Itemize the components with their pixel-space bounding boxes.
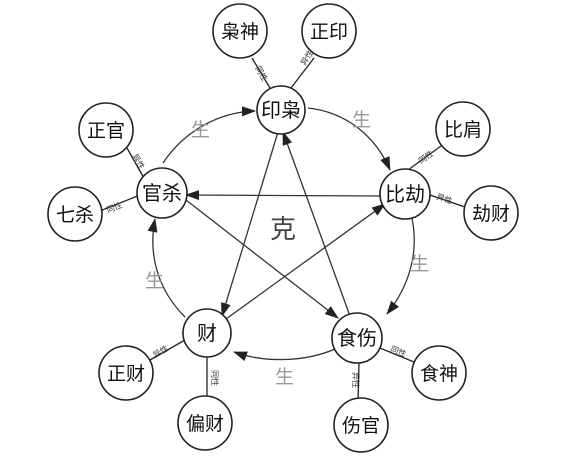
- arc-shishang-to-cai: [233, 348, 336, 362]
- sheng-label: 生: [352, 109, 371, 131]
- leaf-label: 伤官: [342, 415, 380, 437]
- leaf-label: 正官: [87, 120, 125, 142]
- polarity-label: 同性: [210, 370, 220, 386]
- leaf-bijian: 比肩: [435, 101, 491, 157]
- leaf-label: 七杀: [56, 204, 94, 226]
- leaf-jiecai: 劫财: [463, 185, 519, 241]
- leaf-shishen: 食神: [411, 345, 467, 401]
- leaf-label: 劫财: [472, 203, 510, 225]
- node-cai: 财: [182, 308, 232, 358]
- star-shishang-to-yinxiao: [282, 131, 351, 317]
- leaf-xiaoshen: 枭神: [212, 3, 268, 59]
- sheng-label: 生: [191, 119, 210, 141]
- polarity-label: 异性: [130, 152, 147, 171]
- generating-cycle: [147, 106, 415, 362]
- generate-labels: 生 生 生 生 生: [145, 109, 429, 388]
- arc-yinxiao-to-bijie: [307, 107, 391, 171]
- node-label: 印枭: [261, 98, 301, 122]
- node-guansha: 官杀: [136, 167, 188, 219]
- spokes: [99, 57, 466, 404]
- star-bijie-to-guansha: [185, 190, 382, 201]
- leaf-label: 比肩: [444, 119, 482, 141]
- arc-bijie-to-shishang: [386, 213, 415, 315]
- leaf-label: 枭神: [221, 21, 259, 43]
- polarity-label: 异性: [351, 372, 361, 388]
- leaf-shangguan: 伤官: [333, 397, 389, 453]
- leaf-qisha: 七杀: [47, 186, 103, 242]
- polarity-label: 同性: [253, 64, 270, 83]
- leaf-zhengcai: 正财: [98, 345, 154, 401]
- star-cai-to-bijie: [225, 203, 386, 320]
- node-shishang: 食伤: [331, 312, 383, 364]
- node-label: 比劫: [385, 182, 425, 206]
- star-yinxiao-to-cai: [221, 131, 279, 317]
- polarity-label: 同性: [105, 200, 124, 215]
- node-bijie: 比劫: [379, 168, 431, 220]
- node-label: 食伤: [337, 326, 377, 350]
- polarity-label: 异性: [151, 343, 170, 360]
- arc-cai-to-guansha: [147, 218, 186, 318]
- leaf-label: 偏财: [186, 413, 224, 435]
- controlling-star: [185, 131, 386, 320]
- node-label: 官杀: [142, 181, 182, 205]
- node-label: 财: [197, 321, 217, 345]
- star-guansha-to-shishang: [185, 199, 339, 319]
- sheng-label: 生: [410, 253, 429, 275]
- leaf-piancai: 偏财: [177, 395, 233, 451]
- polarity-label: 异性: [435, 191, 453, 205]
- center-ke-label: 克: [270, 215, 296, 245]
- leaf-zhengyin: 正印: [301, 3, 357, 59]
- node-yinxiao: 印枭: [256, 85, 306, 135]
- sheng-label: 生: [275, 366, 294, 388]
- sheng-label: 生: [145, 270, 164, 292]
- polarity-label: 同性: [389, 344, 408, 359]
- leaf-label: 正印: [310, 21, 348, 43]
- leaf-label: 正财: [107, 363, 145, 385]
- leaf-zhengguan: 正官: [78, 102, 134, 158]
- leaf-label: 食神: [420, 363, 458, 385]
- polarity-label: 同性: [416, 148, 435, 165]
- arc-guansha-to-yinxiao: [162, 106, 256, 164]
